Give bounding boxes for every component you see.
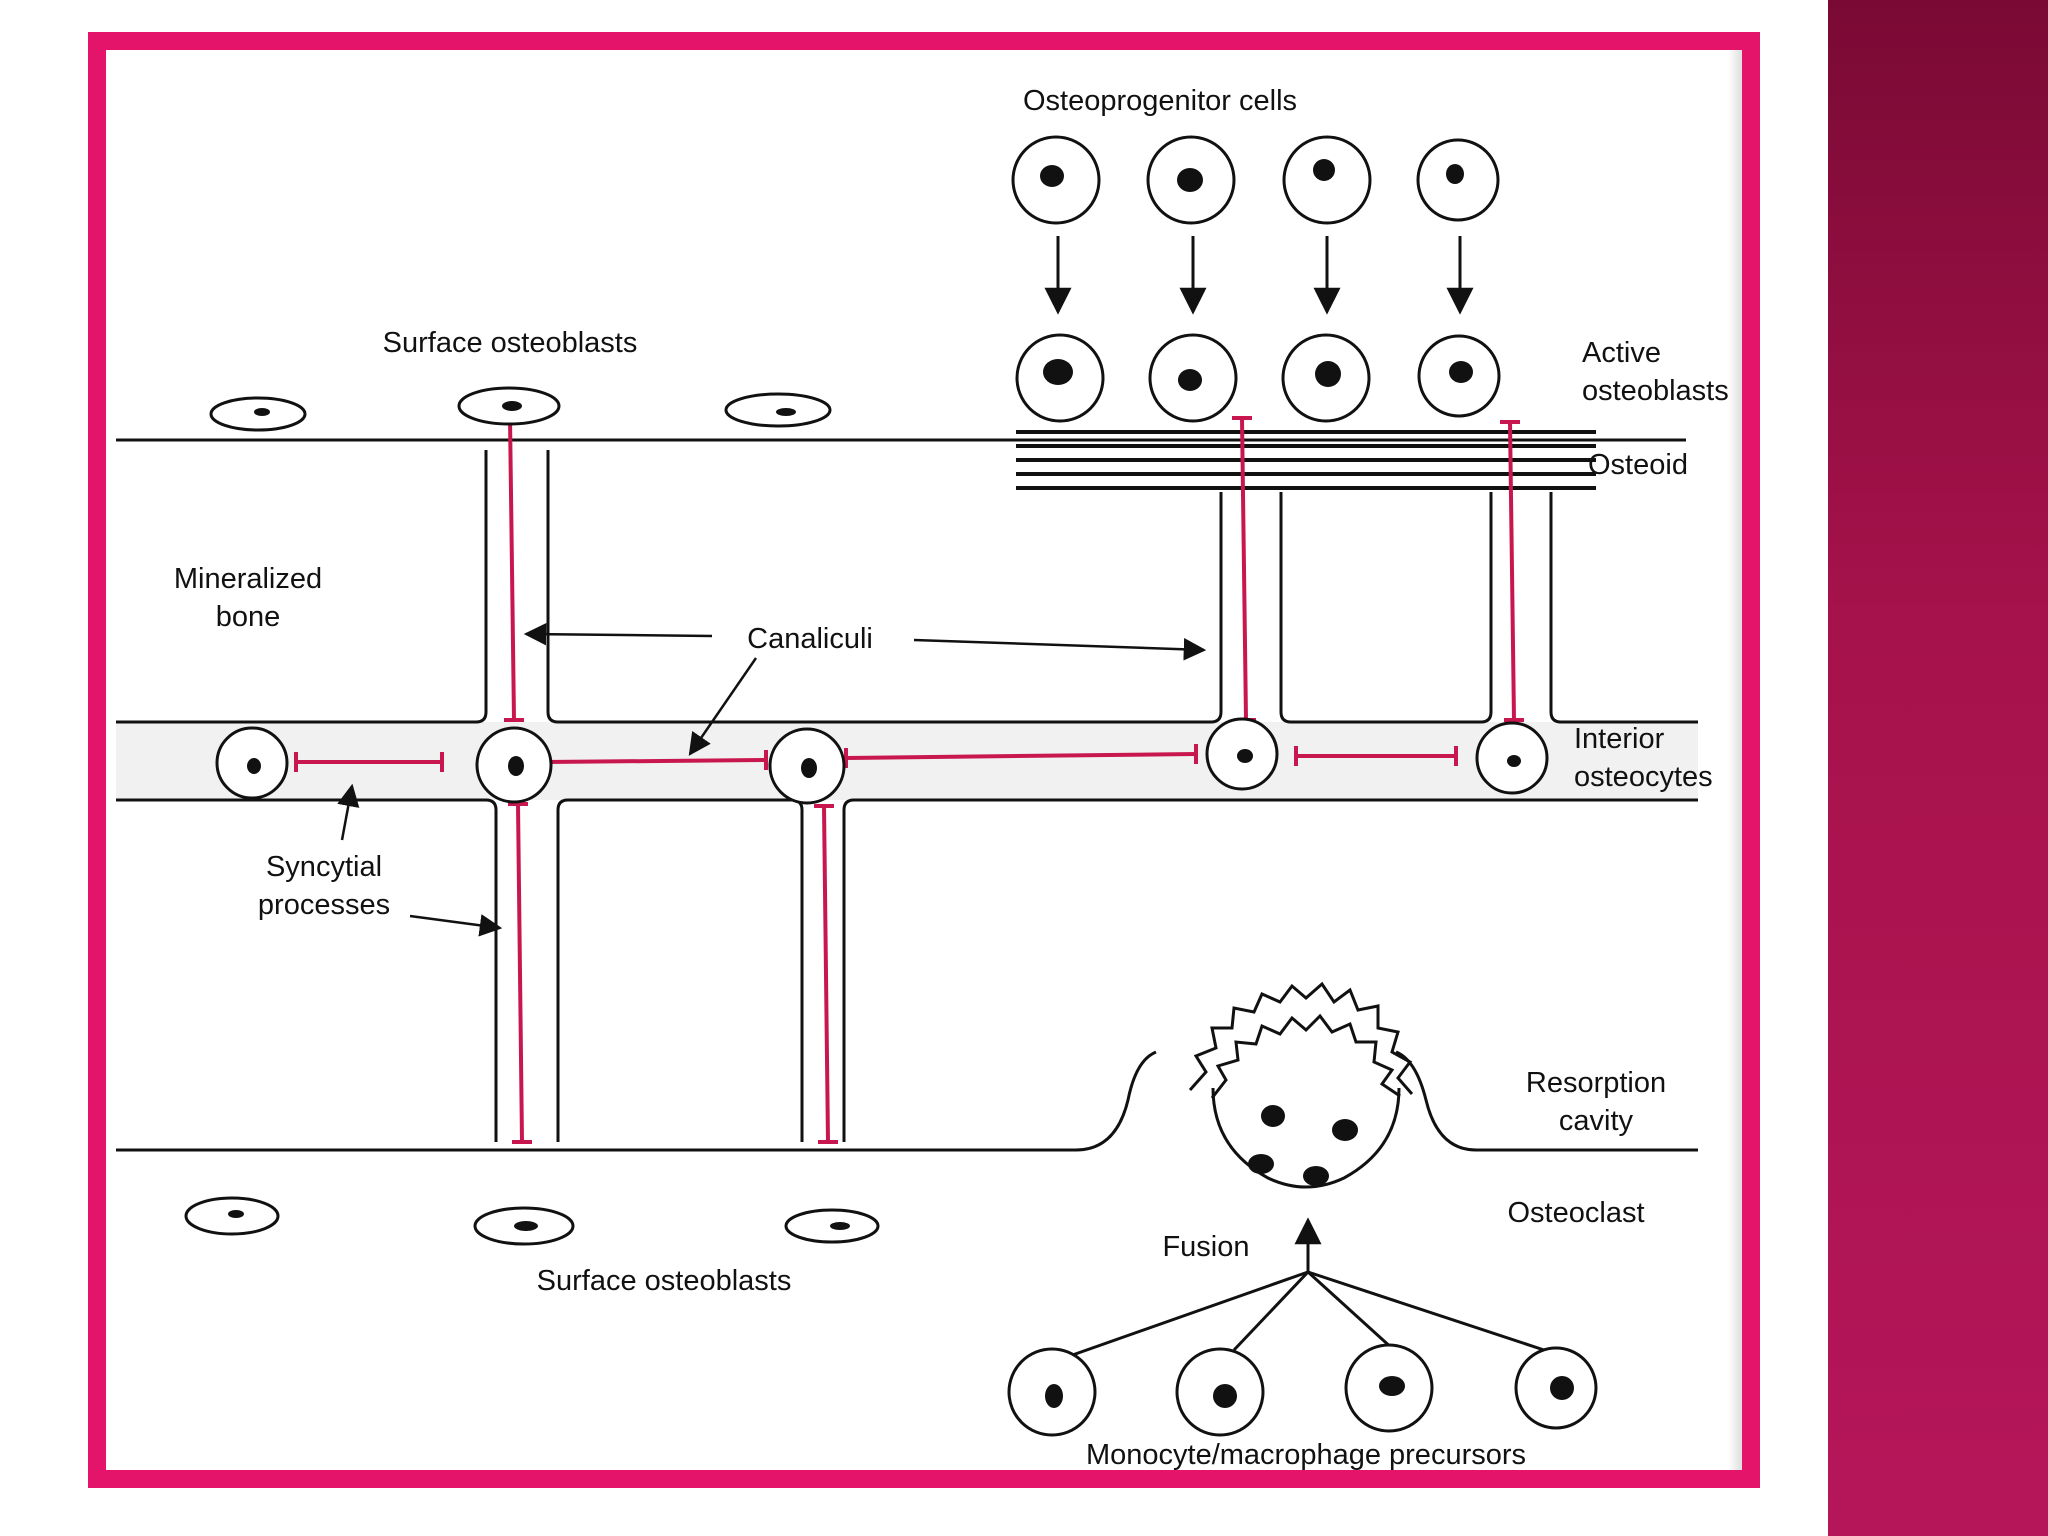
osteocyte-nuclei bbox=[247, 749, 1521, 778]
label-fusion: Fusion bbox=[1162, 1231, 1249, 1263]
osteoprogenitor-cells bbox=[1011, 135, 1500, 225]
label-interior-osteocytes-line1: Interior bbox=[1574, 723, 1665, 755]
bone-outline bbox=[116, 438, 1698, 1152]
label-resorption-cavity-line1: Resorption bbox=[1526, 1067, 1666, 1099]
label-syncytial-processes-line2: processes bbox=[258, 889, 390, 921]
monocyte-precursor-cells bbox=[1007, 1343, 1598, 1437]
decorative-sidebar bbox=[1828, 0, 2048, 1536]
label-mineralized-bone-line1: Mineralized bbox=[174, 563, 322, 595]
label-resorption-cavity-line2: cavity bbox=[1559, 1105, 1634, 1137]
label-active-osteoblasts-line2: osteoblasts bbox=[1582, 375, 1729, 407]
active-osteoblasts-cells bbox=[1015, 333, 1501, 423]
label-canaliculi: Canaliculi bbox=[747, 623, 873, 655]
osteoclast-cell bbox=[1188, 981, 1414, 1189]
bone-remodeling-diagram: Osteoprogenitor cells Surface osteoblast… bbox=[116, 85, 1729, 1470]
label-active-osteoblasts-line1: Active bbox=[1582, 337, 1661, 369]
label-interior-osteocytes-line2: osteocytes bbox=[1574, 761, 1713, 793]
label-monocyte-precursors: Monocyte/macrophage precursors bbox=[1086, 1439, 1526, 1470]
label-syncytial-processes-line1: Syncytial bbox=[266, 851, 382, 883]
label-surface-osteoblasts-bottom: Surface osteoblasts bbox=[537, 1265, 792, 1297]
label-osteoclast: Osteoclast bbox=[1508, 1197, 1645, 1229]
label-mineralized-bone-line2: bone bbox=[216, 601, 281, 633]
label-osteoid: Osteoid bbox=[1588, 449, 1688, 481]
osteoid-layers bbox=[1016, 430, 1596, 490]
surface-osteoblasts-top-cells bbox=[209, 386, 832, 432]
fusion-lines bbox=[1063, 1217, 1545, 1360]
annotation-arrows bbox=[337, 622, 1207, 937]
label-osteoprogenitor-cells: Osteoprogenitor cells bbox=[1023, 85, 1297, 117]
surface-osteoblasts-bottom-cells bbox=[184, 1196, 880, 1246]
diagram-frame: Osteoprogenitor cells Surface osteoblast… bbox=[88, 32, 1760, 1488]
differentiation-arrows bbox=[1044, 236, 1474, 315]
osteoclast-nuclei bbox=[1248, 1105, 1358, 1186]
label-surface-osteoblasts-top: Surface osteoblasts bbox=[383, 327, 638, 359]
